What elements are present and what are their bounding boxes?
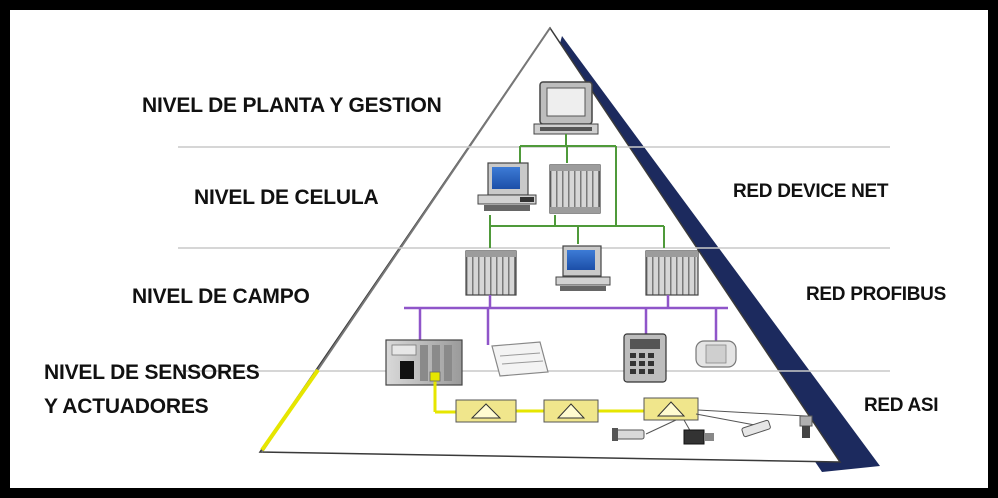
asi-bus bbox=[433, 378, 644, 414]
level-label-sensors-line2: Y ACTUADORES bbox=[44, 395, 209, 418]
level-label-plant: NIVEL DE PLANTA Y GESTION bbox=[142, 94, 442, 117]
sensor-plc-unit bbox=[385, 339, 463, 386]
asi-module-1 bbox=[455, 399, 517, 423]
sensor-cables bbox=[645, 409, 807, 435]
field-plc-rack-right bbox=[645, 250, 699, 296]
sensor-2 bbox=[741, 419, 771, 438]
network-label-asi: RED ASI bbox=[864, 395, 939, 416]
operator-keypad bbox=[623, 333, 667, 383]
upper-bus bbox=[489, 134, 665, 248]
motor-drive bbox=[695, 340, 737, 368]
plant-terminal bbox=[533, 81, 599, 135]
actuator-1 bbox=[683, 429, 714, 445]
asi-connector bbox=[429, 371, 441, 382]
profibus-bus bbox=[404, 295, 728, 345]
network-label-devicenet: RED DEVICE NET bbox=[733, 181, 889, 202]
network-label-profibus: RED PROFIBUS bbox=[806, 284, 946, 305]
level-label-sensors-line1: NIVEL DE SENSORES bbox=[44, 361, 260, 384]
sensor-3 bbox=[799, 415, 813, 438]
cell-workstation bbox=[477, 162, 537, 211]
level-label-field: NIVEL DE CAMPO bbox=[132, 285, 310, 308]
cell-plc-rack bbox=[549, 164, 601, 214]
field-plc-rack-left bbox=[465, 250, 517, 296]
field-workstation bbox=[555, 245, 611, 291]
asi-edge-highlight bbox=[260, 368, 320, 452]
asi-module-3 bbox=[643, 397, 699, 421]
level-label-cell: NIVEL DE CELULA bbox=[194, 186, 379, 209]
remote-io-module bbox=[491, 341, 549, 377]
sensor-1 bbox=[612, 428, 645, 441]
pyramid-shadow bbox=[552, 36, 880, 472]
asi-module-2 bbox=[543, 399, 599, 423]
